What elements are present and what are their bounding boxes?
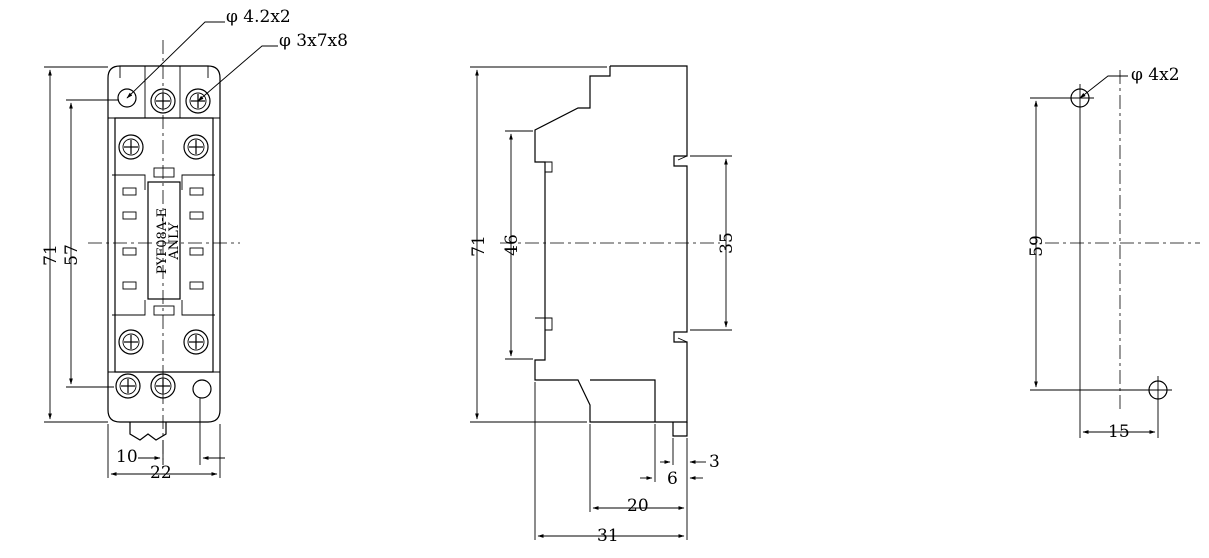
screw-callout: φ 3x7x8: [279, 31, 348, 51]
model-label-line2: ANLY: [167, 222, 182, 261]
front-view: φ 4.2x2 φ 3x7x8 71 57 10 22 PYF08A-E ANL…: [41, 7, 348, 483]
mount-view: φ 4x2 59 15: [1027, 65, 1200, 442]
side-view: 71 46 35 3 6 20 31: [469, 65, 737, 546]
dim-height-holes: 57: [62, 244, 82, 266]
side-dim-lip: 6: [667, 469, 678, 489]
screw-terminal-icon: [118, 134, 144, 160]
screw-terminal-icon: [183, 329, 209, 355]
screw-terminal-icon: [115, 373, 141, 399]
side-dim-height-inner: 46: [502, 234, 522, 256]
mounting-hole-icon: [192, 379, 212, 399]
mounting-hole-icon: [117, 88, 137, 108]
screw-terminal-icon: [183, 134, 209, 160]
side-dim-height-rail: 35: [717, 232, 737, 254]
dim-width-holes: 10: [116, 447, 138, 467]
side-dim-depth-overall: 31: [597, 526, 619, 546]
screw-terminal-icon: [118, 329, 144, 355]
hole-callout: φ 4.2x2: [226, 7, 291, 27]
model-label-line1: PYF08A-E: [155, 208, 170, 274]
dim-height-overall: 71: [41, 244, 61, 266]
side-dim-tab: 3: [709, 452, 720, 472]
side-dim-height-overall: 71: [469, 235, 489, 257]
mounting-hole-icon: [1144, 376, 1172, 404]
side-dim-depth-inner: 20: [627, 496, 649, 516]
mount-hole-callout: φ 4x2: [1131, 65, 1180, 85]
mount-dim-vertical: 59: [1027, 235, 1047, 257]
dim-width-overall: 22: [150, 463, 172, 483]
mount-dim-horizontal: 15: [1108, 422, 1130, 442]
